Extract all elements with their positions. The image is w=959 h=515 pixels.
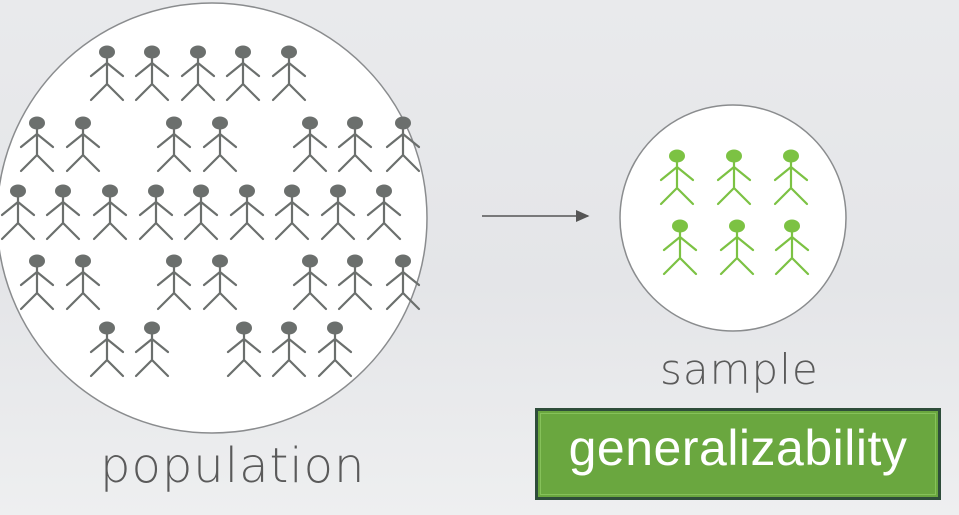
stick-figure-icon [659, 149, 695, 206]
stick-figure-icon [65, 116, 101, 173]
stick-figure-icon [719, 219, 755, 276]
sample-figures [659, 149, 810, 276]
stick-figure-icon [226, 321, 262, 378]
stick-figure-icon [385, 116, 421, 173]
stick-figure-icon [773, 149, 809, 206]
stick-figure-icon [337, 254, 373, 311]
stick-figure-icon [89, 45, 125, 102]
stick-figure-icon [134, 321, 170, 378]
stick-figure-icon [225, 45, 261, 102]
stick-figure-icon [156, 254, 192, 311]
stick-figure-icon [716, 149, 752, 206]
stick-figure-icon [662, 219, 698, 276]
stick-figure-icon [271, 321, 307, 378]
sample-label: sample [660, 345, 819, 394]
stick-figure-icon [183, 184, 219, 241]
stick-figure-icon [320, 184, 356, 241]
stick-figure-icon [45, 184, 81, 241]
stick-figure-icon [229, 184, 265, 241]
stick-figure-icon [366, 184, 402, 241]
stick-figure-icon [138, 184, 174, 241]
stick-figure-icon [19, 116, 55, 173]
stick-figure-icon [65, 254, 101, 311]
generalizability-callout: generalizability [535, 408, 941, 500]
sample-circle [619, 104, 847, 332]
stick-figure-icon [180, 45, 216, 102]
population-label: population [100, 438, 366, 494]
generalizability-text: generalizability [568, 420, 908, 476]
stick-figure-icon [274, 184, 310, 241]
stick-figure-icon [292, 116, 328, 173]
population-figures [0, 45, 421, 378]
stick-figure-icon [19, 254, 55, 311]
stick-figure-icon [134, 45, 170, 102]
stick-figure-icon [385, 254, 421, 311]
stick-figure-icon [292, 254, 328, 311]
stick-figure-icon [337, 116, 373, 173]
stick-figure-icon [89, 321, 125, 378]
stick-figure-icon [156, 116, 192, 173]
stick-figure-icon [317, 321, 353, 378]
stick-figure-icon [202, 116, 238, 173]
stick-figure-icon [271, 45, 307, 102]
stick-figure-icon [0, 184, 36, 241]
stick-figure-icon [92, 184, 128, 241]
stick-figure-icon [202, 254, 238, 311]
stick-figure-icon [774, 219, 810, 276]
